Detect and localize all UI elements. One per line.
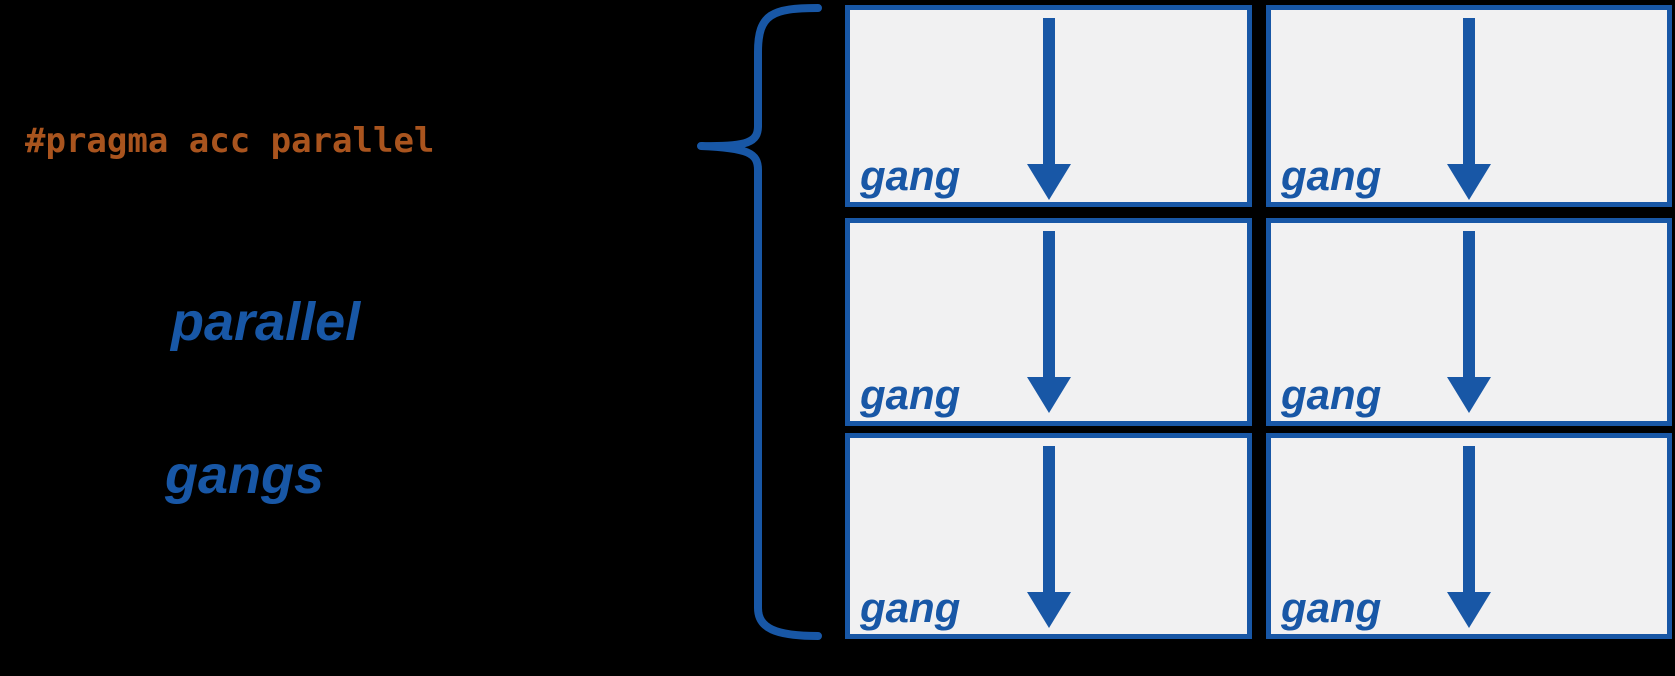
- gang-label: gang: [860, 371, 961, 418]
- gang-box: gang: [845, 5, 1252, 207]
- gangs-label: gangs: [165, 445, 325, 505]
- down-arrow-icon: [1026, 446, 1071, 628]
- gang-box: gang: [1266, 5, 1672, 207]
- gang-label: gang: [1281, 584, 1382, 631]
- down-arrow-icon: [1026, 18, 1071, 200]
- gang-box: gang: [845, 433, 1252, 639]
- gang-box: gang: [1266, 433, 1672, 639]
- down-arrow-icon: [1026, 231, 1071, 413]
- curly-brace-icon: [697, 4, 822, 640]
- gang-box: gang: [845, 218, 1252, 426]
- down-arrow-icon: [1447, 18, 1491, 200]
- gang-label: gang: [1281, 371, 1382, 418]
- gang-label: gang: [860, 152, 961, 199]
- gang-label: gang: [1281, 152, 1382, 199]
- gang-label: gang: [860, 584, 961, 631]
- down-arrow-icon: [1447, 446, 1491, 628]
- parallel-label: parallel: [171, 292, 361, 352]
- pragma-acc-parallel-text: #pragma acc parallel: [25, 121, 435, 161]
- gang-box: gang: [1266, 218, 1672, 426]
- down-arrow-icon: [1447, 231, 1491, 413]
